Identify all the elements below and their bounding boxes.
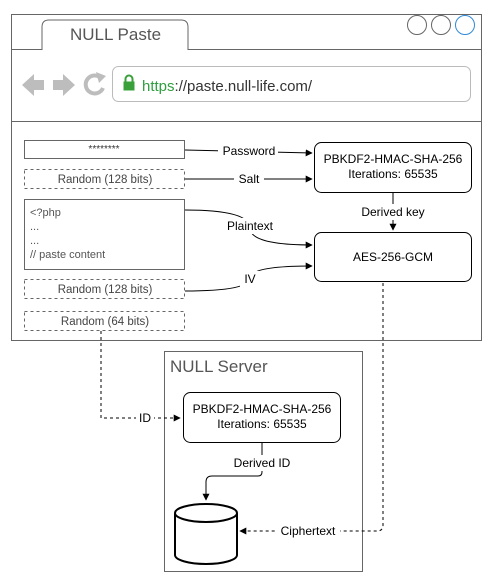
paste-line-2: ... (30, 221, 39, 233)
password-arrow-label: Password (223, 144, 276, 158)
address-text: https://paste.null-life.com/ (142, 78, 313, 95)
reload-icon[interactable] (83, 72, 106, 96)
id-random-field: Random (64 bits) (24, 311, 185, 331)
password-mask: ******** (88, 144, 119, 155)
back-arrow-icon[interactable] (22, 74, 44, 96)
id-random-label: Random (64 bits) (61, 316, 149, 328)
derived-id-label: Derived ID (234, 456, 291, 470)
plaintext-arrow-label: Plaintext (227, 219, 274, 233)
server-kdf-iterations: Iterations: 65535 (217, 417, 307, 431)
server-kdf-box: PBKDF2-HMAC-SHA-256 Iterations: 65535 (183, 392, 341, 443)
iv-arrow: IV (184, 262, 313, 292)
client-kdf-iterations: Iterations: 65535 (348, 167, 438, 181)
client-kdf-box: PBKDF2-HMAC-SHA-256 Iterations: 65535 (314, 142, 472, 193)
client-kdf-title: PBKDF2-HMAC-SHA-256 (324, 152, 463, 166)
paste-textarea[interactable]: <?php ... ... // paste content (24, 199, 185, 270)
iv-arrow-label: IV (244, 272, 255, 286)
server-title: NULL Server (170, 357, 268, 376)
url-rest: ://paste.null-life.com/ (175, 78, 313, 95)
window-button-minimize[interactable] (407, 15, 427, 35)
tab-title: NULL Paste (70, 25, 161, 44)
lock-icon (123, 74, 135, 91)
url-scheme: https (142, 78, 175, 95)
server-kdf-title: PBKDF2-HMAC-SHA-256 (193, 402, 332, 416)
salt-random-label: Random (128 bits) (58, 174, 153, 186)
id-arrow-label: ID (139, 411, 151, 425)
paste-line-1: <?php (30, 207, 61, 219)
salt-arrow-label: Salt (239, 172, 260, 186)
window-button-maximize[interactable] (431, 15, 451, 35)
paste-line-3: ... (30, 235, 39, 247)
id-arrow: ID (100, 331, 181, 426)
password-arrow: Password (184, 142, 313, 158)
salt-arrow: Salt (185, 171, 313, 187)
aes-gcm-label: AES-256-GCM (353, 250, 433, 264)
ciphertext-arrow-label: Ciphertext (281, 524, 336, 538)
forward-arrow-icon[interactable] (53, 74, 75, 96)
salt-random-field: Random (128 bits) (24, 169, 185, 189)
derived-key-arrow: Derived key (358, 193, 428, 231)
iv-random-field: Random (128 bits) (24, 279, 185, 299)
database-icon (174, 503, 238, 565)
plaintext-arrow: Plaintext (184, 209, 313, 249)
address-bar[interactable]: https://paste.null-life.com/ (112, 66, 471, 102)
iv-random-label: Random (128 bits) (58, 284, 153, 296)
password-field[interactable]: ******** (24, 140, 185, 159)
paste-line-4: // paste content (30, 249, 105, 261)
window-button-close[interactable] (455, 15, 475, 35)
browser-tab[interactable]: NULL Paste (41, 19, 189, 50)
ciphertext-arrow: Ciphertext (239, 283, 384, 539)
aes-gcm-box: AES-256-GCM (314, 232, 472, 282)
derived-key-label: Derived key (361, 205, 424, 219)
derived-id-arrow: Derived ID (202, 443, 294, 501)
